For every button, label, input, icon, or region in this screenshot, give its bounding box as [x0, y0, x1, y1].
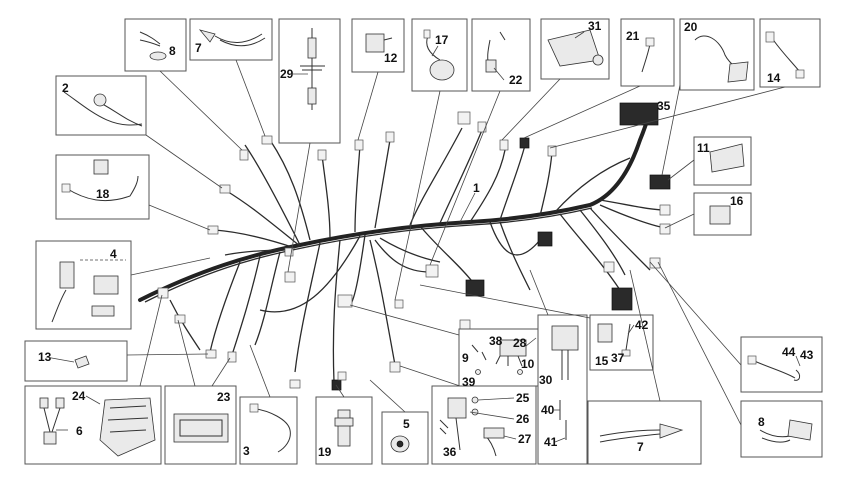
callout-8-top: 8 [169, 44, 176, 58]
callout-37: 37 [611, 351, 625, 365]
box-14 [759, 18, 821, 88]
callout-numbers: 1 2 3 4 5 6 7 7 8 8 9 10 11 12 13 14 15 … [38, 19, 814, 459]
callout-13: 13 [38, 350, 52, 364]
callout-40: 40 [541, 403, 555, 417]
callout-42: 42 [635, 318, 649, 332]
callout-27: 27 [518, 432, 532, 446]
callout-12: 12 [384, 51, 398, 65]
callout-7-top: 7 [195, 41, 202, 55]
detail-boxes [24, 18, 823, 465]
main-harness [138, 110, 666, 383]
callout-18: 18 [96, 187, 110, 201]
callout-22: 22 [509, 73, 523, 87]
main-harness-number: 1 [473, 181, 480, 195]
callout-11: 11 [697, 141, 710, 155]
callout-24: 24 [72, 389, 86, 403]
callout-41: 41 [544, 435, 558, 449]
callout-3: 3 [243, 444, 250, 458]
callout-29: 29 [280, 67, 294, 81]
callout-43: 43 [800, 348, 814, 362]
harness-connectors [157, 111, 671, 391]
leader-lines [126, 59, 786, 426]
callout-19: 19 [318, 445, 332, 459]
callout-28: 28 [513, 336, 527, 350]
callout-17: 17 [435, 33, 449, 47]
callout-6: 6 [76, 424, 83, 438]
box-44 [740, 336, 823, 393]
box-3 [239, 396, 298, 465]
callout-7-bottom: 7 [637, 440, 644, 454]
ecu-35 [619, 102, 660, 126]
callout-35: 35 [657, 99, 671, 113]
callout-30: 30 [539, 373, 553, 387]
callout-14: 14 [767, 71, 781, 85]
box-7-bottom [587, 400, 702, 465]
callout-38: 38 [489, 334, 503, 348]
callout-25: 25 [516, 391, 530, 405]
callout-39: 39 [462, 375, 476, 389]
part-illustrations [39, 28, 813, 457]
callout-26: 26 [516, 412, 530, 426]
callout-5: 5 [403, 417, 410, 431]
callout-36: 36 [443, 445, 457, 459]
callout-16: 16 [730, 194, 744, 208]
callout-2: 2 [62, 81, 69, 95]
callout-20: 20 [684, 20, 698, 34]
callout-44: 44 [782, 345, 796, 359]
callout-15: 15 [595, 354, 609, 368]
callout-21: 21 [626, 29, 640, 43]
callout-10: 10 [521, 357, 535, 371]
box-29 [278, 18, 341, 144]
box-22 [471, 18, 531, 92]
callout-4: 4 [110, 247, 117, 261]
box-17 [411, 18, 468, 92]
number-pointers [45, 31, 801, 443]
box-8-top [124, 18, 187, 72]
box-7-top [189, 18, 273, 61]
callout-9: 9 [462, 351, 469, 365]
callout-23: 23 [217, 390, 231, 404]
callout-8-bottom: 8 [758, 415, 765, 429]
box-4 [35, 240, 132, 330]
callout-31: 31 [588, 19, 602, 33]
